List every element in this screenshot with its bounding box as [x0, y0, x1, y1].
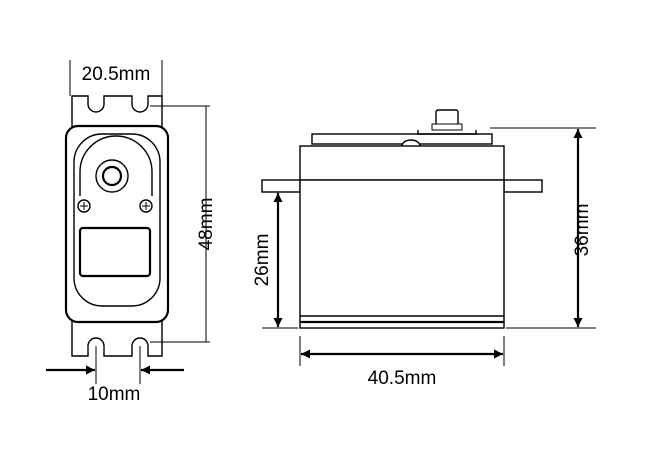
- output-shaft-inner: [101, 165, 123, 187]
- front-case-inner: [73, 133, 161, 307]
- side-view: 26mm 36mm 40.5mm: [252, 109, 596, 389]
- output-shaft-outer: [95, 159, 129, 193]
- dim-label-total-height: 36mm: [572, 204, 593, 257]
- dim-label-hole-spacing: 10mm: [88, 384, 141, 405]
- mount-tab-left: [261, 179, 301, 193]
- front-gear-cover: [79, 135, 153, 196]
- dim-label-top-width: 20.5mm: [82, 64, 151, 85]
- main-body: [299, 179, 505, 329]
- front-label-window: [78, 226, 152, 278]
- dim-label-body-height: 26mm: [252, 234, 273, 287]
- gear-cover: [311, 133, 493, 145]
- front-view: 20.5mm 48mm 10mm: [46, 60, 217, 405]
- screw-icon: [77, 199, 91, 213]
- screw-icon: [139, 199, 153, 213]
- dim-label-body-length: 40.5mm: [368, 368, 437, 389]
- front-case-outer: [64, 124, 170, 324]
- mount-tab-right: [503, 179, 543, 193]
- dim-label-side-height: 48mm: [196, 198, 217, 251]
- upper-case: [299, 145, 505, 181]
